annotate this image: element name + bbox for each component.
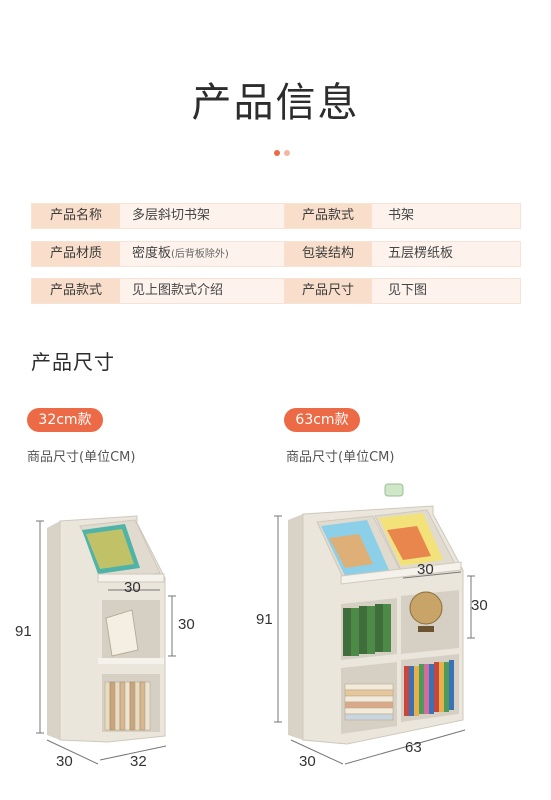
- depth-dim-line: [290, 739, 344, 765]
- books-green: [343, 604, 391, 656]
- shelf-diagram-63: 91 30 30 30 63: [256, 483, 488, 770]
- page-title: 产品信息: [191, 80, 360, 126]
- info-value: 多层斜切书架: [132, 208, 211, 223]
- info-value: 密度板(后背板除外): [132, 242, 229, 266]
- book-art: [329, 534, 373, 568]
- book-standing: [105, 609, 139, 657]
- books-stack: [344, 683, 394, 721]
- width-dim-label: 32: [130, 753, 147, 770]
- active-dot: [274, 150, 280, 156]
- info-label: 产品名称: [32, 204, 120, 228]
- info-value: 见上图款式介绍: [132, 283, 224, 298]
- depth-dim-line: [46, 739, 99, 765]
- width-dim-label: 63: [405, 739, 422, 756]
- shelf-ledge: [340, 561, 462, 585]
- info-value: 书架: [388, 208, 415, 223]
- book-art: [86, 529, 134, 569]
- shelf-dim-line: [402, 571, 462, 579]
- height-dim-label: 91: [15, 623, 32, 640]
- section-dim-label: 30: [471, 597, 488, 614]
- info-value-text: 密度板: [132, 246, 172, 261]
- width-dim-line: [344, 729, 466, 765]
- height-dim-label: 91: [256, 611, 273, 628]
- info-label: 产品尺寸: [284, 279, 372, 303]
- variant-tag-32: 32cm款: [27, 408, 103, 432]
- shelf-ledge: [97, 573, 165, 583]
- desk-item: [384, 483, 404, 497]
- width-dim-line: [99, 745, 167, 761]
- info-label: 包装结构: [284, 242, 372, 266]
- shelf-side-panel: [288, 514, 303, 740]
- info-label: 产品材质: [32, 242, 120, 266]
- info-label: 产品款式: [284, 204, 372, 228]
- globe-icon: [409, 591, 443, 625]
- shelf-dim-label: 30: [124, 579, 141, 596]
- pagination-dots: [274, 150, 290, 156]
- depth-dim-label: 30: [299, 753, 316, 770]
- info-row: 产品名称 多层斜切书架 产品款式 书架: [31, 203, 521, 229]
- size-caption: 商品尺寸(单位CM): [286, 450, 395, 465]
- inactive-dot: [284, 150, 290, 156]
- book-art: [387, 526, 431, 560]
- depth-dim-label: 30: [56, 753, 73, 770]
- shelf-diagram-32: 91 30 30 30 32: [15, 515, 195, 770]
- variant-tag-63: 63cm款: [284, 408, 360, 432]
- info-value: 五层楞纸板: [388, 246, 454, 261]
- books-row: [104, 681, 151, 731]
- info-value: 见下图: [388, 283, 428, 298]
- section-dim-label: 30: [178, 616, 195, 633]
- size-caption: 商品尺寸(单位CM): [27, 450, 136, 465]
- info-value-note: (后背板除外): [171, 249, 229, 260]
- shelf-board: [98, 658, 164, 664]
- books-colorful: [404, 660, 454, 716]
- shelf-dim-label: 30: [417, 561, 434, 578]
- info-row: 产品材质 密度板(后背板除外) 包装结构 五层楞纸板: [31, 241, 521, 267]
- info-row: 产品款式 见上图款式介绍 产品尺寸 见下图: [31, 278, 521, 304]
- info-label: 产品款式: [32, 279, 120, 303]
- shelf-side-panel: [47, 521, 60, 740]
- section-title: 产品尺寸: [31, 350, 115, 374]
